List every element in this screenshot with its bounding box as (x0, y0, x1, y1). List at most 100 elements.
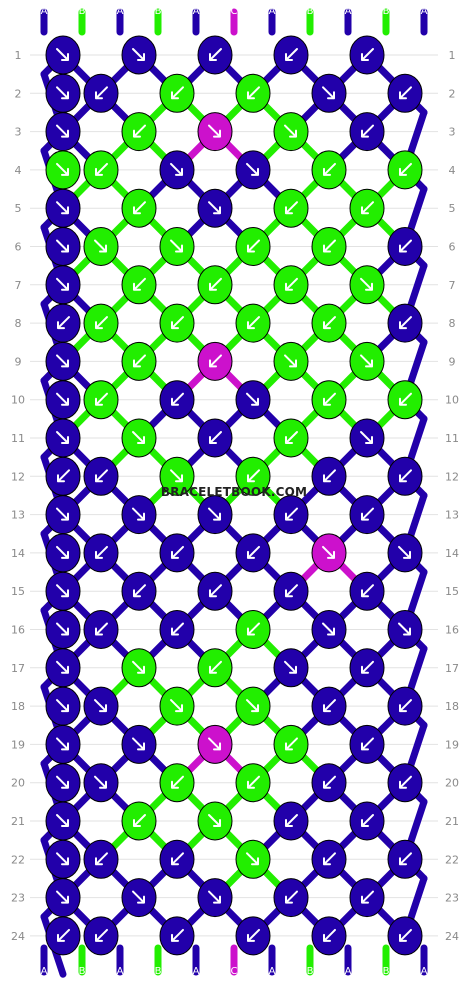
knot (273, 878, 309, 918)
knot (349, 418, 385, 458)
knot (235, 533, 271, 573)
knot (121, 418, 157, 458)
knot (45, 188, 81, 228)
knot (235, 303, 271, 343)
knot (45, 916, 81, 956)
knot (45, 878, 81, 918)
knot-arrow-icon (56, 86, 69, 100)
knot-arrow-icon (246, 699, 259, 713)
knot-arrow-icon (56, 277, 69, 291)
knot (387, 763, 423, 803)
row-number-left: 23 (11, 892, 25, 905)
row-number-left: 6 (15, 241, 22, 254)
string-label-top: C (231, 6, 238, 17)
knot (311, 686, 347, 726)
row-number-right: 11 (445, 432, 459, 445)
knot (273, 341, 309, 381)
knot (45, 73, 81, 113)
knot-arrow-icon (94, 699, 107, 713)
knot (83, 380, 119, 420)
knot-arrow-icon (56, 584, 69, 598)
row-number-right: 8 (449, 317, 456, 330)
knot-arrow-icon (170, 239, 183, 253)
knot (121, 571, 157, 611)
knot (349, 878, 385, 918)
knot (83, 686, 119, 726)
row-number-left: 15 (11, 585, 25, 598)
knot (349, 571, 385, 611)
knot (159, 686, 195, 726)
row-number-left: 3 (15, 126, 22, 139)
row-number-left: 21 (11, 815, 25, 828)
knot-arrow-icon (132, 890, 145, 904)
row-number-right: 12 (445, 470, 459, 483)
knot-arrow-icon (133, 201, 146, 215)
knot-arrow-icon (361, 890, 374, 904)
knot (45, 456, 81, 496)
knot-arrow-icon (284, 354, 297, 368)
knot-arrow-icon (360, 431, 373, 444)
knot (235, 150, 271, 190)
knot (235, 610, 271, 649)
knot-arrow-icon (95, 162, 108, 176)
knot-arrow-icon (285, 584, 298, 598)
knot (197, 724, 233, 764)
knot (121, 495, 157, 535)
knot-arrow-icon (95, 86, 108, 100)
knot (349, 265, 385, 305)
knot-arrow-icon (95, 852, 108, 866)
string-label-top: A (421, 6, 428, 17)
string-label-bottom: A (117, 966, 124, 977)
string-label-bottom: C (231, 966, 238, 977)
knot (45, 265, 81, 305)
row-number-right: 7 (449, 279, 456, 292)
knot (45, 35, 81, 75)
knot (159, 227, 195, 266)
knot (197, 648, 233, 688)
knot (273, 418, 309, 458)
knot-arrow-icon (56, 162, 69, 176)
knot (349, 495, 385, 535)
knot-arrow-icon (171, 545, 184, 559)
knot (45, 495, 81, 535)
knot (83, 303, 119, 343)
knot (311, 839, 347, 879)
knot-arrow-icon (57, 316, 70, 330)
row-number-left: 5 (15, 202, 22, 215)
knot-arrow-icon (361, 814, 374, 827)
knot-arrow-icon (171, 852, 184, 866)
knot-arrow-icon (56, 890, 69, 904)
row-number-right: 22 (445, 853, 459, 866)
knot-arrow-icon (361, 584, 374, 598)
string-label-bottom: A (345, 966, 352, 977)
watermark: BRACELETBOOK.COM (161, 485, 307, 499)
knot (349, 35, 385, 75)
knot-arrow-icon (247, 775, 260, 789)
string-label-top: A (193, 6, 200, 17)
knot-arrow-icon (361, 201, 374, 215)
knot-arrow-icon (132, 737, 145, 751)
knot-arrow-icon (399, 928, 412, 942)
knot (349, 648, 385, 688)
knot-arrow-icon (361, 507, 374, 521)
string-label-bottom: B (307, 966, 314, 977)
knot (83, 73, 119, 113)
knot (121, 341, 157, 381)
knot-arrow-icon (246, 392, 259, 406)
row-number-left: 14 (11, 547, 25, 560)
knot (121, 801, 157, 841)
knot (45, 801, 81, 841)
knot (197, 571, 233, 611)
knot (121, 188, 157, 228)
string-label-bottom: A (41, 966, 48, 977)
knot-arrow-icon (94, 239, 107, 253)
knot-arrow-icon (132, 507, 145, 521)
knot-arrow-icon (56, 737, 69, 751)
knot-arrow-icon (133, 354, 146, 368)
knot-arrow-icon (170, 162, 183, 176)
knot (83, 456, 119, 496)
knot-arrow-icon (56, 699, 69, 713)
knot (273, 188, 309, 228)
string-label-top: A (345, 6, 352, 17)
